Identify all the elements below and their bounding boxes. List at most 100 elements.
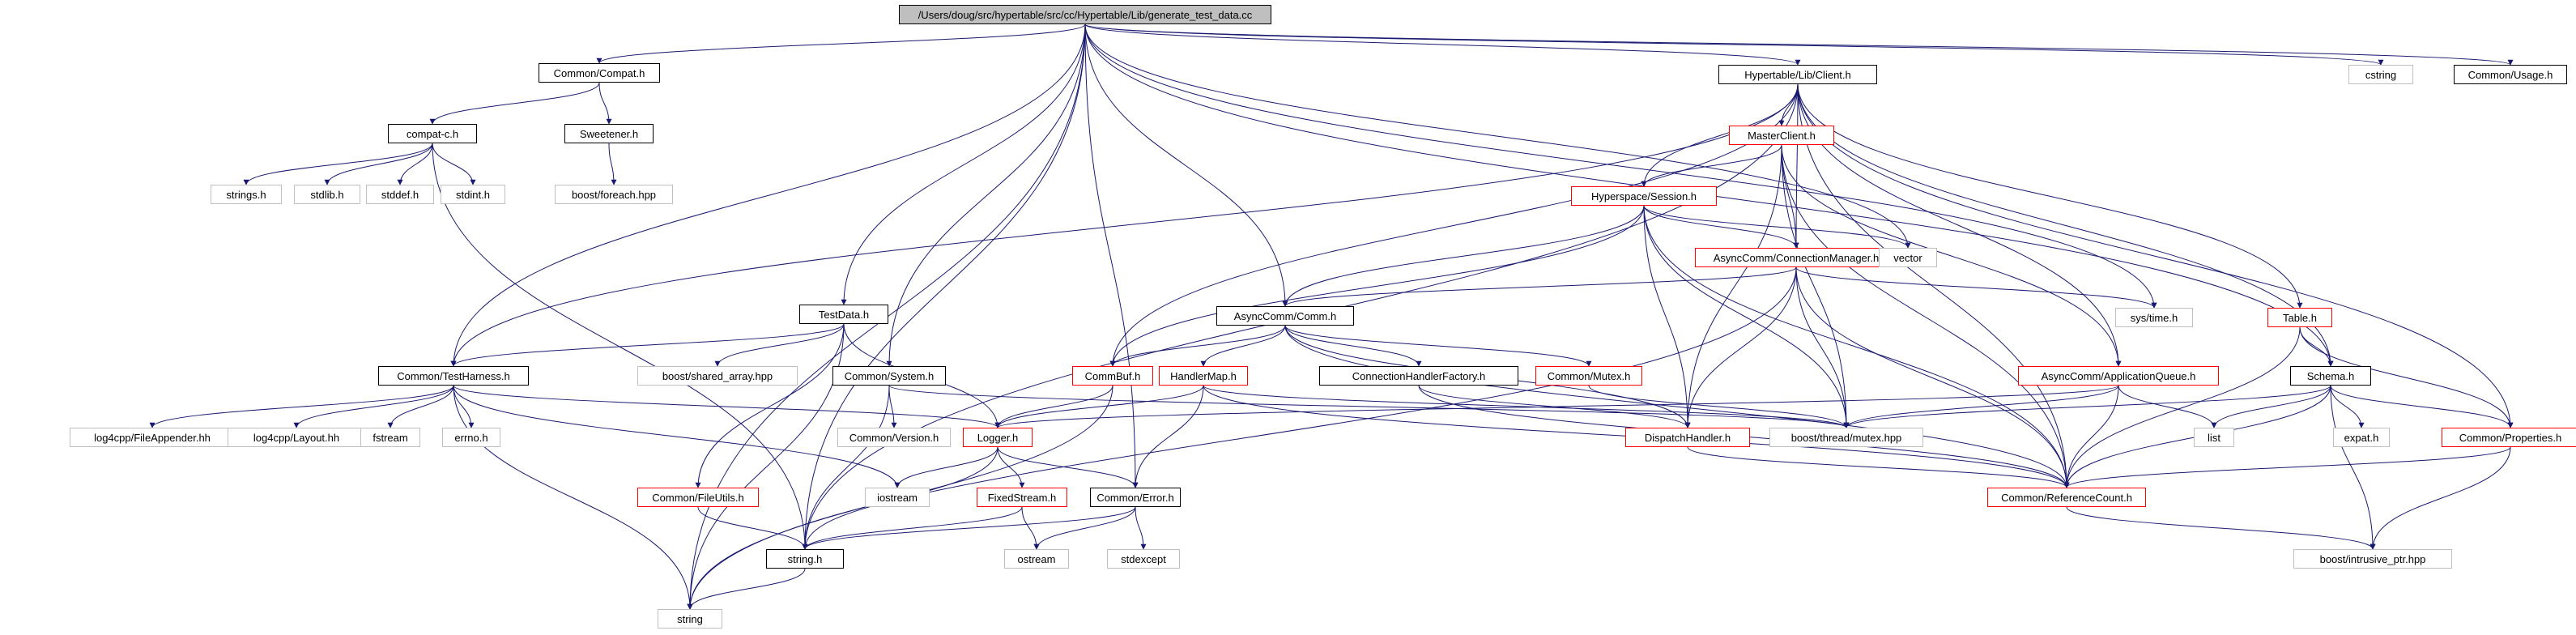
node-ostream[interactable]: ostream <box>1004 549 1069 569</box>
node-compatc[interactable]: compat-c.h <box>388 124 477 143</box>
edge-table-to-properties <box>2299 326 2514 428</box>
edge-connmgr-to-asynccomm <box>1282 266 1797 307</box>
node-client[interactable]: Hypertable/Lib/Client.h <box>1718 65 1877 84</box>
node-label: AsyncComm/Comm.h <box>1233 309 1337 322</box>
node-root[interactable]: /Users/doug/src/hypertable/src/cc/Hypert… <box>899 5 1271 24</box>
edge-root-to-asynccomm <box>1084 23 1288 307</box>
node-stringsh[interactable]: strings.h <box>211 185 282 204</box>
edge-testdata-to-testharness <box>450 323 845 367</box>
node-expat[interactable]: expat.h <box>2333 428 2390 447</box>
node-stdinth[interactable]: stdint.h <box>441 185 505 204</box>
node-intrusive[interactable]: boost/intrusive_ptr.hpp <box>2293 549 2452 569</box>
edge-properties-to-refcount <box>2063 446 2511 488</box>
node-asynccomm[interactable]: AsyncComm/Comm.h <box>1216 306 1354 326</box>
node-errno[interactable]: errno.h <box>442 428 500 447</box>
node-schema[interactable]: Schema.h <box>2290 366 2371 386</box>
node-stdlibh[interactable]: stdlib.h <box>294 185 360 204</box>
node-label: boost/shared_array.hpp <box>662 369 773 382</box>
edge-dispatch-to-refcount <box>1687 446 2070 488</box>
node-compat[interactable]: Common/Compat.h <box>539 63 660 83</box>
node-foreach[interactable]: boost/foreach.hpp <box>555 185 673 204</box>
edge-table-to-refcount <box>2063 326 2301 488</box>
node-label: Hyperspace/Session.h <box>1590 190 1697 202</box>
edge-compatc-to-stringsh <box>243 143 433 185</box>
edge-connmgr-to-systime <box>1795 266 2157 309</box>
edge-system-to-version <box>888 385 897 428</box>
edge-system-to-boostmutex <box>888 385 1850 428</box>
edge-master-to-refcount <box>1781 144 2070 488</box>
node-boostmutex[interactable]: boost/thread/mutex.hpp <box>1769 428 1923 447</box>
node-version[interactable]: Common/Version.h <box>837 428 951 447</box>
node-error[interactable]: Common/Error.h <box>1090 488 1181 507</box>
node-label: boost/foreach.hpp <box>571 188 657 201</box>
node-fixedstream[interactable]: FixedStream.h <box>977 488 1067 507</box>
edge-appqueue-to-list <box>2118 385 2217 428</box>
node-fileappender[interactable]: log4cpp/FileAppender.hh <box>70 428 235 447</box>
node-label: stdexcept <box>1121 552 1166 565</box>
node-dispatch[interactable]: DispatchHandler.h <box>1625 428 1750 447</box>
node-stddefh[interactable]: stddef.h <box>366 185 434 204</box>
node-commbuf[interactable]: CommBuf.h <box>1072 366 1153 386</box>
node-system[interactable]: Common/System.h <box>832 366 946 386</box>
node-logger[interactable]: Logger.h <box>963 428 1033 447</box>
edge-session-to-refcount <box>1643 205 2070 488</box>
node-stringh[interactable]: string.h <box>766 549 844 569</box>
edge-connmgr-to-string <box>687 266 1797 610</box>
node-fileutils[interactable]: Common/FileUtils.h <box>637 488 759 507</box>
node-label: TestData.h <box>818 308 870 321</box>
node-sharedarray[interactable]: boost/shared_array.hpp <box>637 366 798 386</box>
edge-session-to-vector <box>1643 205 1911 249</box>
node-iostream[interactable]: iostream <box>865 488 930 507</box>
node-handlermap[interactable]: HandlerMap.h <box>1159 366 1248 386</box>
node-label: log4cpp/FileAppender.hh <box>94 431 211 444</box>
edge-client-to-properties <box>1797 83 2514 428</box>
node-string[interactable]: string <box>658 609 722 629</box>
node-label: errno.h <box>454 431 488 444</box>
edge-connmgr-to-refcount <box>1795 266 2070 488</box>
node-label: iostream <box>877 491 918 504</box>
node-properties[interactable]: Common/Properties.h <box>2442 428 2576 447</box>
node-table[interactable]: Table.h <box>2267 308 2332 327</box>
node-label: list <box>2208 431 2220 444</box>
node-vector[interactable]: vector <box>1879 248 1937 267</box>
node-master[interactable]: MasterClient.h <box>1729 126 1834 145</box>
edge-mutex-to-boostmutex <box>1588 385 1850 428</box>
node-label: cstring <box>2365 68 2397 81</box>
node-systime[interactable]: sys/time.h <box>2115 308 2193 327</box>
node-label: Table.h <box>2283 311 2317 324</box>
node-appqueue[interactable]: AsyncComm/ApplicationQueue.h <box>2018 366 2219 386</box>
node-label: strings.h <box>226 188 266 201</box>
node-stdexcept[interactable]: stdexcept <box>1107 549 1180 569</box>
edge-testharness-to-iostream <box>453 385 901 488</box>
edge-logger-to-iostream <box>894 446 998 488</box>
edge-compatc-to-stddefh <box>397 143 433 185</box>
node-fstream[interactable]: fstream <box>360 428 420 447</box>
edge-connmgr-to-boostmutex <box>1795 266 1850 428</box>
node-list[interactable]: list <box>2194 428 2234 447</box>
node-label: stddef.h <box>381 188 419 201</box>
node-usage[interactable]: Common/Usage.h <box>2454 65 2567 84</box>
node-connhf[interactable]: ConnectionHandlerFactory.h <box>1319 366 1518 386</box>
node-refcount[interactable]: Common/ReferenceCount.h <box>1987 488 2146 507</box>
edge-root-to-compat <box>596 23 1086 64</box>
edge-session-to-commbuf <box>1109 205 1645 367</box>
node-session[interactable]: Hyperspace/Session.h <box>1571 186 1717 206</box>
node-label: vector <box>1893 251 1922 264</box>
node-cstring[interactable]: cstring <box>2348 65 2413 84</box>
edge-logger-to-error <box>997 446 1139 488</box>
edge-client-to-testharness <box>450 83 1799 367</box>
edge-commbuf-to-logger <box>994 385 1113 428</box>
node-label: /Users/doug/src/hypertable/src/cc/Hypert… <box>918 8 1253 21</box>
node-label: ConnectionHandlerFactory.h <box>1352 369 1486 382</box>
node-label: FixedStream.h <box>987 491 1057 504</box>
node-testharness[interactable]: Common/TestHarness.h <box>378 366 529 386</box>
edge-master-to-boostmutex <box>1781 144 1850 428</box>
node-mutex[interactable]: Common/Mutex.h <box>1535 366 1642 386</box>
edge-testharness-to-fileappender <box>149 385 454 428</box>
edge-table-to-schema <box>2299 326 2334 367</box>
edge-fixedstream-to-stringh <box>802 506 1023 550</box>
node-sweetener[interactable]: Sweetener.h <box>564 124 654 143</box>
node-layout[interactable]: log4cpp/Layout.hh <box>228 428 365 447</box>
node-testdata[interactable]: TestData.h <box>799 305 888 324</box>
node-connmgr[interactable]: AsyncComm/ConnectionManager.h <box>1695 248 1897 267</box>
